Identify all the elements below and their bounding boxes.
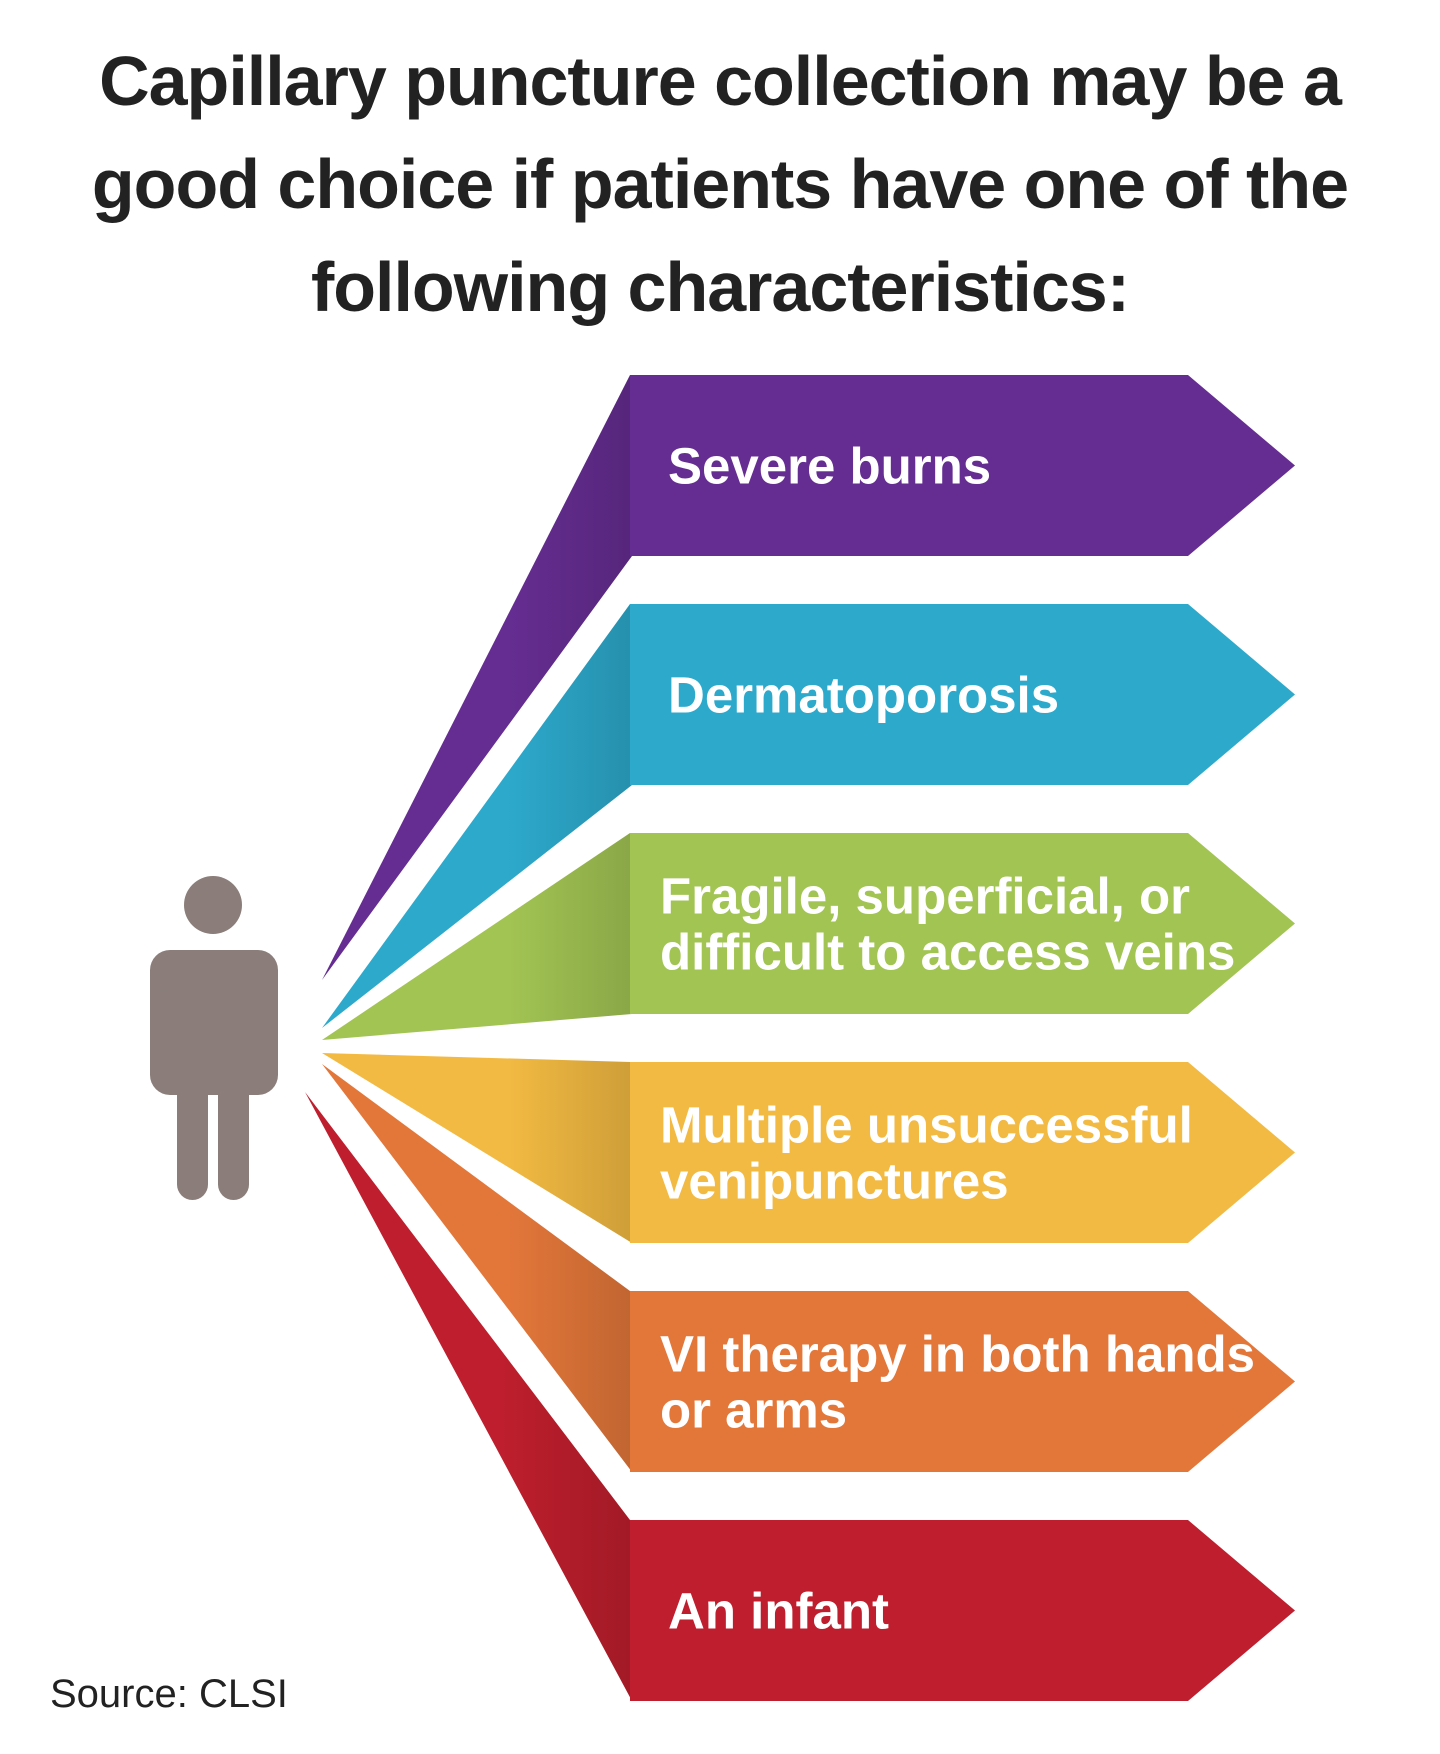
title-line-2: good choice if patients have one of the [91,145,1349,223]
funnel-wedge [322,1064,632,1472]
arrow-banner [630,833,1295,1014]
item-label: Dermatoporosis [668,667,1059,724]
title-line-3: following characteristics: [310,248,1130,326]
arrow-banner [630,604,1295,785]
item-label: venipunctures [660,1153,1009,1210]
item-label: An infant [668,1583,889,1640]
item-label: difficult to access veins [660,924,1235,981]
funnel-wedge [322,1053,632,1243]
arrow-banner [630,1291,1295,1472]
item-label: VI therapy in both hands [660,1326,1255,1383]
characteristic-item: Dermatoporosis [322,604,1295,1028]
source-note: Source: CLSI [50,1672,288,1716]
funnel-wedge [322,833,632,1040]
page-title: Capillary puncture collection may be a g… [40,30,1400,339]
arrow-banner [630,1062,1295,1243]
arrow-banner [630,375,1295,556]
item-label: or arms [660,1382,847,1439]
person-icon [150,876,278,1200]
characteristic-item: Severe burns [322,375,1295,980]
arrow-banner [630,1520,1295,1701]
characteristic-item: An infant [305,1092,1295,1701]
item-label: Fragile, superficial, or [660,868,1190,925]
item-label: Severe burns [668,438,991,495]
funnel-wedge [305,1092,632,1701]
funnel-wedge [322,604,632,1028]
item-label: Multiple unsuccessful [660,1097,1193,1154]
title-line-1: Capillary puncture collection may be a [99,42,1342,120]
funnel-wedge [322,375,632,980]
